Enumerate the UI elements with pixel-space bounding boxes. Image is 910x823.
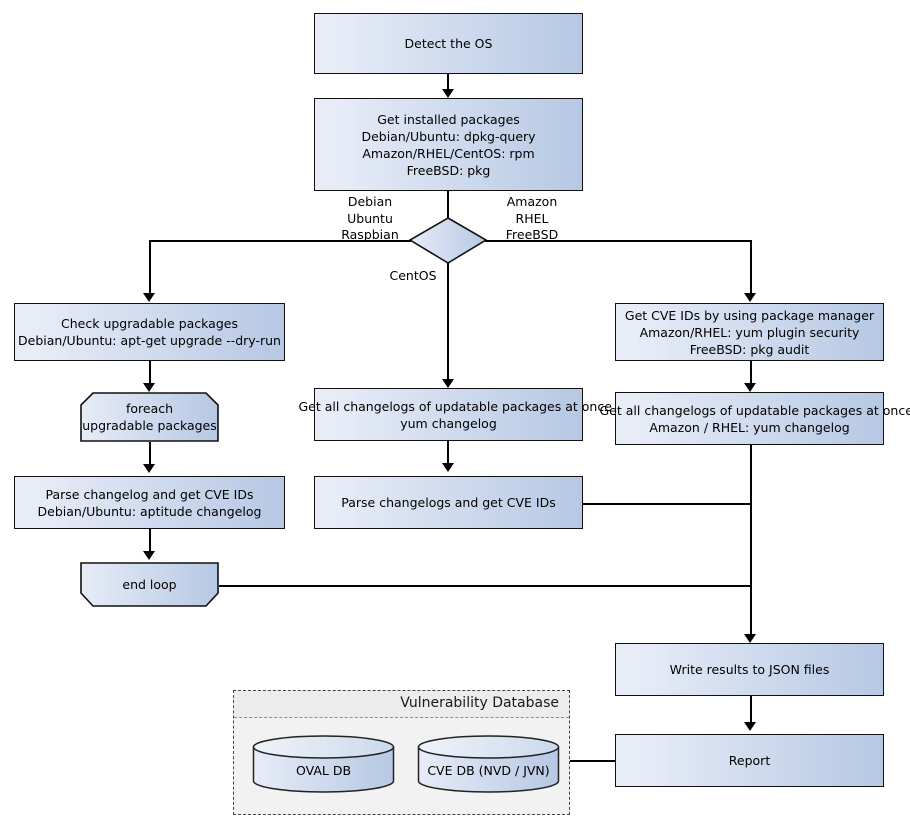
node-check-upgradable-line1: Check upgradable packages <box>61 316 238 331</box>
database-oval-db[interactable]: OVAL DB <box>252 735 395 793</box>
node-parse-changelogs-centos[interactable]: Parse changelogs and get CVE IDs <box>314 476 583 529</box>
vulnerability-database-titlebar <box>234 691 569 718</box>
arrowhead-decision-to-get-cve-ids <box>744 293 756 302</box>
branch-label-left-line2: Ubuntu <box>347 210 393 226</box>
connector-foreach-to-parse <box>149 442 151 468</box>
node-get-changelogs-rhel-line2: Amazon / RHEL: yum changelog <box>649 419 850 435</box>
node-os-decision[interactable] <box>408 216 488 266</box>
node-parse-changelog-debian-line2: Debian/Ubuntu: aptitude changelog <box>37 503 262 519</box>
connector-decision-right-horizontal <box>485 240 751 242</box>
connector-decision-left-vertical <box>149 240 151 293</box>
arrowhead-check-to-foreach <box>143 383 155 392</box>
connector-parse-to-endloop <box>149 529 151 555</box>
node-parse-changelogs-centos-label: Parse changelogs and get CVE IDs <box>341 495 556 510</box>
node-get-changelogs-rhel-line1: Get all changelogs of updatable packages… <box>599 402 910 418</box>
node-check-upgradable-line2: Debian/Ubuntu: apt-get upgrade --dry-run <box>18 333 281 348</box>
connector-decision-right-vertical <box>750 240 752 293</box>
arrowhead-decision-to-check-upgradable <box>143 293 155 302</box>
node-detect-os[interactable]: Detect the OS <box>314 13 583 74</box>
connector-centos-changelogs-to-parse <box>447 441 449 467</box>
branch-label-left-line3: Raspbian <box>341 227 399 242</box>
arrowhead-foreach-to-parse <box>143 464 155 473</box>
branch-label-down-line1: CentOS <box>389 268 437 283</box>
connector-vulndb-to-report <box>570 760 615 762</box>
node-write-results-json[interactable]: Write results to JSON files <box>615 643 884 696</box>
node-foreach-upgradable-packages[interactable]: foreach upgradable packages <box>80 392 219 442</box>
node-foreach-line1: foreach <box>125 401 174 416</box>
branch-label-down: CentOS <box>378 268 448 285</box>
node-report-label: Report <box>728 753 771 768</box>
node-parse-changelog-debian[interactable]: Parse changelog and get CVE IDs Debian/U… <box>14 476 285 529</box>
branch-label-right: Amazon RHEL FreeBSD <box>487 194 577 244</box>
node-end-loop-label: end loop <box>122 577 177 592</box>
connector-rail-to-write-results <box>750 445 752 640</box>
branch-label-left-line1: Debian <box>347 194 393 209</box>
node-parse-changelog-debian-line1: Parse changelog and get CVE IDs <box>45 486 254 502</box>
database-cve-db[interactable]: CVE DB (NVD / JVN) <box>417 735 560 793</box>
node-get-changelogs-centos-line2: yum changelog <box>400 415 497 431</box>
node-get-cve-ids-package-manager[interactable]: Get CVE IDs by using package manager Ama… <box>615 303 884 361</box>
node-get-installed-packages-line4: FreeBSD: pkg <box>406 162 491 178</box>
node-foreach-line2: upgradable packages <box>82 418 217 433</box>
branch-label-right-line1: Amazon <box>506 194 558 209</box>
node-get-installed-packages-line2: Debian/Ubuntu: dpkg-query <box>361 128 536 144</box>
vulnerability-database-group: Vulnerability Database OVAL DB <box>233 690 570 815</box>
node-write-results-label: Write results to JSON files <box>669 662 830 677</box>
node-detect-os-label: Detect the OS <box>404 36 493 51</box>
node-get-changelogs-rhel[interactable]: Get all changelogs of updatable packages… <box>600 392 910 445</box>
arrowhead-detect-to-packages <box>442 89 454 98</box>
connector-write-results-to-report <box>750 696 752 726</box>
branch-label-right-line2: RHEL <box>515 210 549 226</box>
connector-parse-centos-to-rail <box>583 503 751 505</box>
vulnerability-database-title: Vulnerability Database <box>400 695 559 711</box>
node-get-installed-packages-line3: Amazon/RHEL/CentOS: rpm <box>362 145 535 161</box>
connector-cve-ids-to-changelogs-rhel <box>750 361 752 387</box>
connector-packages-to-decision <box>447 191 449 219</box>
arrowhead-parse-to-endloop <box>143 551 155 560</box>
oval-db-label: OVAL DB <box>295 763 352 778</box>
connector-endloop-to-rail <box>219 585 751 587</box>
cve-db-label: CVE DB (NVD / JVN) <box>427 763 550 778</box>
node-get-installed-packages-line1: Get installed packages <box>377 111 520 127</box>
arrowhead-centos-changelogs-to-parse <box>442 463 454 472</box>
node-get-installed-packages[interactable]: Get installed packages Debian/Ubuntu: dp… <box>314 98 583 191</box>
arrowhead-decision-to-centos-changelogs <box>442 379 454 388</box>
connector-detect-to-packages <box>447 74 449 93</box>
oval-db-cylinder-icon <box>252 735 395 793</box>
arrowhead-write-results-to-report <box>744 722 756 731</box>
node-report[interactable]: Report <box>615 734 884 787</box>
branch-label-left: Debian Ubuntu Raspbian <box>330 194 410 244</box>
node-get-cve-ids-line2: Amazon/RHEL: yum plugin security <box>639 324 860 340</box>
connector-decision-left-horizontal <box>149 240 411 242</box>
node-get-cve-ids-line1: Get CVE IDs by using package manager <box>624 307 875 323</box>
branch-label-right-line3: FreeBSD <box>505 227 559 242</box>
arrowhead-cve-ids-to-changelogs-rhel <box>744 383 756 392</box>
arrowhead-rail-to-write-results <box>744 634 756 643</box>
connector-decision-center-vertical <box>447 263 449 383</box>
cve-db-cylinder-icon <box>417 735 560 793</box>
node-get-changelogs-centos-line1: Get all changelogs of updatable packages… <box>298 398 612 414</box>
node-get-cve-ids-line3: FreeBSD: pkg audit <box>689 341 810 357</box>
node-end-loop[interactable]: end loop <box>80 562 219 607</box>
connector-check-to-foreach <box>149 361 151 387</box>
node-check-upgradable-packages[interactable]: Check upgradable packages Debian/Ubuntu:… <box>14 303 285 361</box>
node-get-changelogs-centos[interactable]: Get all changelogs of updatable packages… <box>299 388 612 441</box>
